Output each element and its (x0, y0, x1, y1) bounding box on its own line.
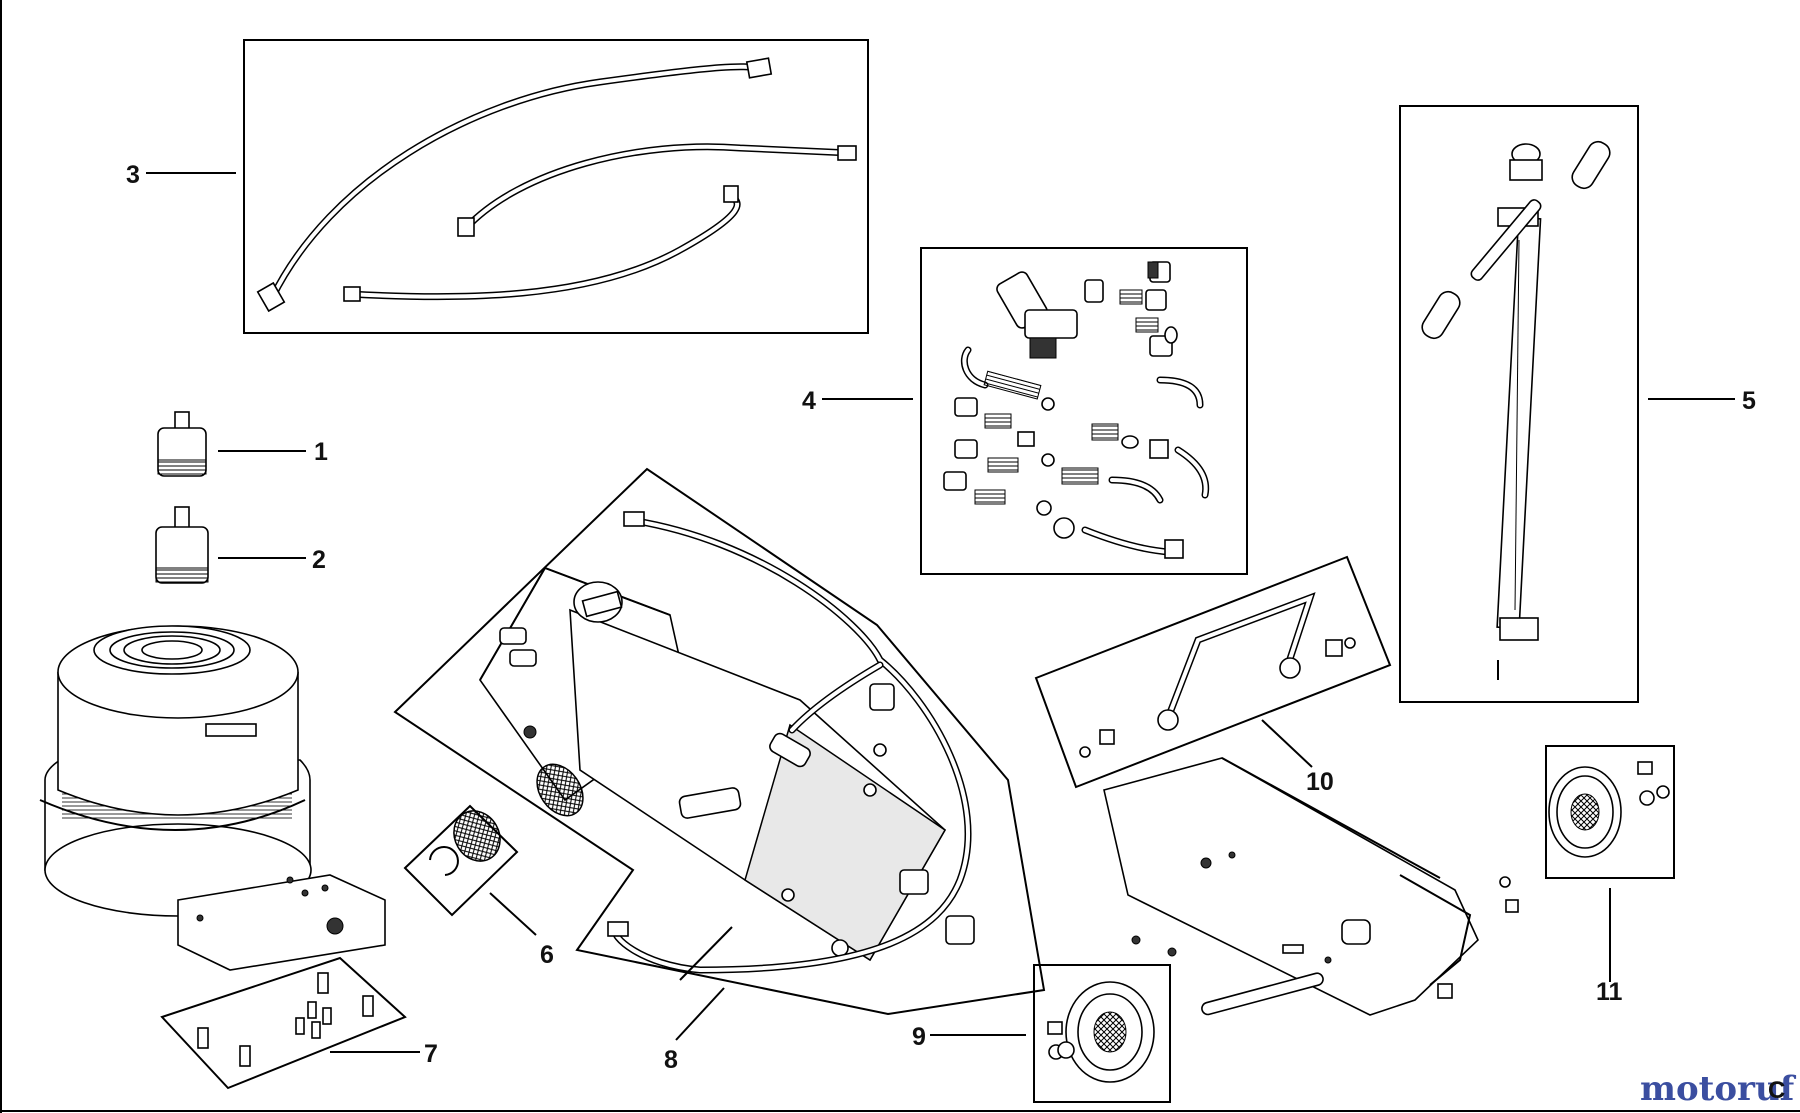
watermark-text: motoruf (1640, 1069, 1797, 1109)
fitting-parts (943, 261, 1210, 559)
leader-8b (675, 987, 725, 1041)
linkage-kit-box (1034, 555, 1392, 789)
callout-10: 10 (1306, 768, 1334, 796)
handle-assembly-box (1399, 105, 1639, 703)
screw-set-box (160, 956, 407, 1090)
callout-1: 1 (314, 438, 328, 466)
callout-3: 3 (126, 161, 140, 189)
leader-10 (1261, 719, 1313, 768)
pump-body (479, 566, 947, 962)
leader-6 (489, 892, 537, 936)
callout-5: 5 (1742, 387, 1756, 415)
callout-2: 2 (312, 546, 326, 574)
short-hose (343, 185, 741, 302)
hose-set-box (243, 39, 869, 334)
rear-wheel-box (1545, 745, 1675, 879)
front-wheel-box (1033, 964, 1171, 1103)
watermark-suffix: C (1768, 1077, 1785, 1104)
motoruf-watermark: motoruf C (1640, 1069, 1797, 1109)
callout-6: 6 (540, 941, 554, 969)
pump-handle (1421, 140, 1611, 680)
seal-part-2 (155, 506, 209, 584)
callout-9: 9 (912, 1023, 926, 1051)
callout-11: 11 (1596, 978, 1623, 1006)
jack-frame (1103, 757, 1519, 1016)
callout-8: 8 (664, 1046, 678, 1074)
medium-hose (457, 143, 857, 237)
callout-7: 7 (424, 1040, 438, 1068)
filter-kit-box (403, 804, 519, 917)
hydraulic-cylinder (39, 625, 386, 971)
leader-8 (679, 926, 733, 981)
fittings-kit-box (920, 247, 1248, 575)
callout-4: 4 (802, 387, 816, 415)
seal-part-1 (157, 411, 207, 477)
tee-fitting (996, 271, 1078, 359)
long-hose (256, 57, 773, 313)
valve-block-box (393, 467, 1046, 1016)
pump-hoses (607, 511, 975, 974)
